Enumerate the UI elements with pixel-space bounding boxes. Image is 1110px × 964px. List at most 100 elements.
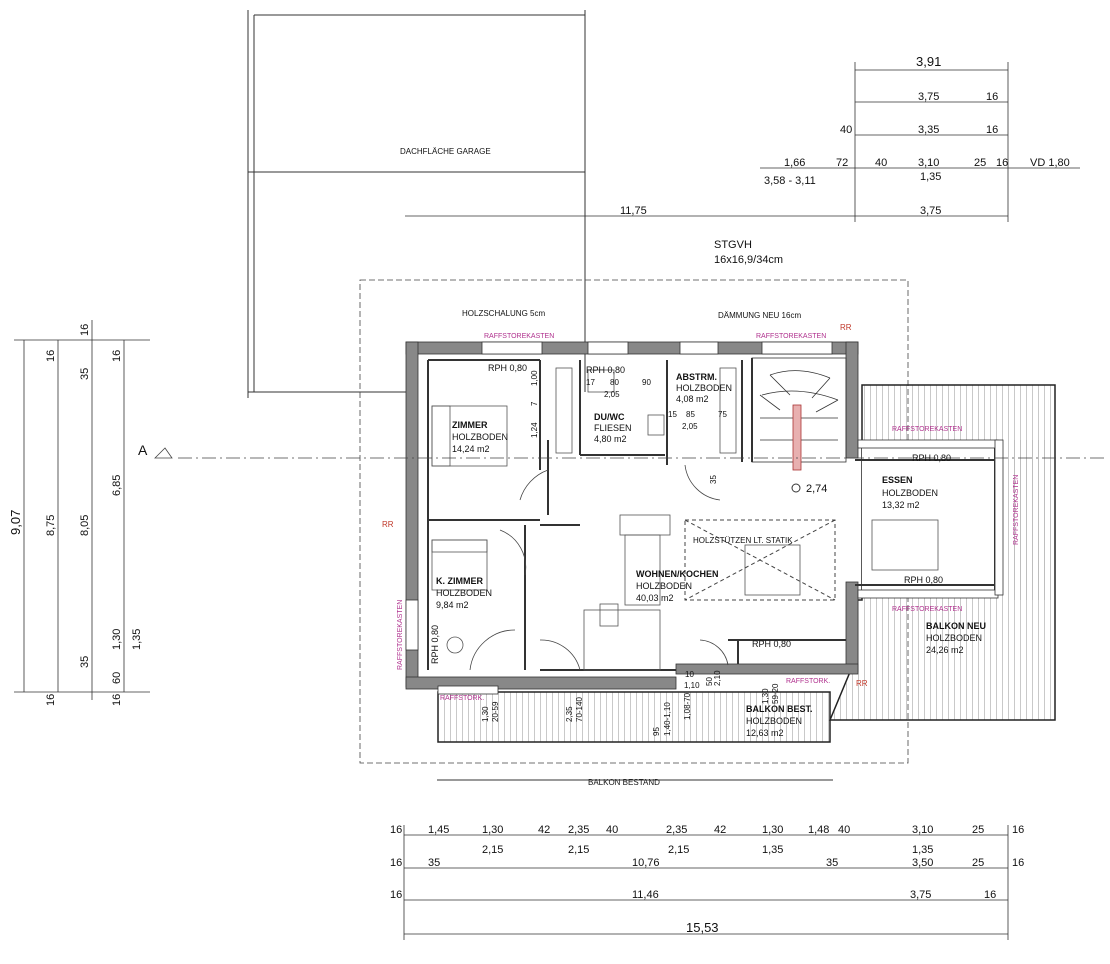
- balkon-bestand-label: BALKON BESTAND: [588, 778, 660, 787]
- rr-label-2: RR: [382, 520, 394, 529]
- inner-dim-85: 85: [686, 410, 695, 419]
- room-zimmer-area: 14,24 m2: [452, 444, 490, 454]
- room-zimmer-name: ZIMMER: [452, 420, 488, 430]
- room-balkon-neu-name: BALKON NEU: [926, 621, 986, 631]
- left-c3-b: 35: [79, 656, 91, 668]
- room-balkon-best: BALKON BEST. HOLZBODEN 12,63 m2: [746, 704, 813, 738]
- top-r4-c: 40: [875, 157, 887, 169]
- left-c4-c: 6,85: [111, 475, 123, 496]
- top-r3-a: 40: [840, 124, 852, 136]
- room-kzimmer-name: K. ZIMMER: [436, 576, 483, 586]
- brow1sub-dim-2: 2,15: [668, 844, 689, 856]
- room-abstrm: ABSTRM. HOLZBODEN 4,08 m2: [676, 372, 732, 404]
- top-r3-c: 16: [986, 124, 998, 136]
- inner-dim-b235: 2,35: [565, 706, 574, 722]
- top-r3-b: 3,35: [918, 124, 939, 136]
- left-dimensions: [14, 320, 150, 700]
- top-r5-a: 11,75: [620, 205, 647, 217]
- room-balkon-best-area: 12,63 m2: [746, 728, 784, 738]
- room-duwc-floor: FLIESEN: [594, 423, 632, 433]
- inner-dim-7: 7: [530, 401, 539, 406]
- garage-label: DACHFLÄCHE GARAGE: [400, 147, 491, 156]
- inner-dim-205a: 2,05: [604, 390, 620, 399]
- brow1-dim-1: 1,45: [428, 824, 449, 836]
- rph-essen-bottom: RPH 0,80: [904, 575, 943, 585]
- brow1sub-dim-1: 2,15: [568, 844, 589, 856]
- daemmung-label: DÄMMUNG NEU 16cm: [718, 311, 801, 320]
- room-kzimmer: K. ZIMMER HOLZBODEN 9,84 m2: [436, 576, 492, 610]
- brow3-dim-2: 3,75: [910, 889, 931, 901]
- room-wohnen-area: 40,03 m2: [636, 593, 674, 603]
- room-balkon-best-floor: HOLZBODEN: [746, 716, 802, 726]
- rph-kzimmer: RPH 0,80: [430, 625, 440, 664]
- brow1-dim-9: 1,48: [808, 824, 829, 836]
- raffstore-short-1: RAFFSTORK.: [440, 695, 484, 702]
- rr-label-1: RR: [840, 323, 852, 332]
- raffstore-short-2: RAFFSTORK.: [786, 678, 830, 685]
- inner-dimensions: 1,00 7 1,24 17 80 90 2,05 15 85 75 2,05 …: [481, 370, 780, 736]
- room-balkon-neu-area: 24,26 m2: [926, 645, 964, 655]
- left-c1-total: 9,07: [8, 510, 23, 535]
- left-c2-total: 8,75: [45, 515, 57, 536]
- top-r4-f: 16: [996, 157, 1008, 169]
- top-r5-b: 3,75: [920, 205, 941, 217]
- rph-bath: RPH 0,80: [586, 365, 625, 375]
- balkon-bestand-area: [437, 691, 831, 743]
- level-marker: [791, 483, 801, 493]
- inner-dim-17: 17: [586, 378, 595, 387]
- brow3-dim-0: 16: [390, 889, 402, 901]
- brow1-dim-3: 42: [538, 824, 550, 836]
- top-r4-sub-b: 1,35: [920, 171, 941, 183]
- room-abstrm-name: ABSTRM.: [676, 372, 717, 382]
- room-balkon-best-name: BALKON BEST.: [746, 704, 813, 714]
- left-c3-total: 8,05: [79, 515, 91, 536]
- furniture: [431, 367, 939, 671]
- section-line: [154, 447, 1108, 459]
- rph-essen-top: RPH 0,80: [912, 453, 951, 463]
- raffstore-label-2: RAFFSTOREKASTEN: [756, 333, 826, 340]
- brow1-dim-11: 3,10: [912, 824, 933, 836]
- rr-label-3: RR: [856, 679, 868, 688]
- inner-dim-b95: 95: [652, 727, 661, 736]
- top-r4-sub-a: 3,58 - 3,11: [764, 175, 816, 187]
- brow1-dim-0: 16: [390, 824, 402, 836]
- raffstore-label-6: RAFFSTOREKASTEN: [1013, 475, 1020, 545]
- rph-wohnen: RPH 0,80: [752, 639, 791, 649]
- top-r4-b: 72: [836, 157, 848, 169]
- inner-dim-80: 80: [610, 378, 619, 387]
- level-label: 2,74: [806, 483, 827, 495]
- room-wohnen-name: WOHNEN/KOCHEN: [636, 569, 719, 579]
- brow2-dim-0: 16: [390, 857, 402, 869]
- room-zimmer: ZIMMER HOLZBODEN 14,24 m2: [452, 420, 508, 454]
- top-r4-a: 1,66: [784, 157, 805, 169]
- left-c5-bottom: 16: [111, 694, 123, 706]
- inner-dim-b10: 10: [685, 670, 694, 679]
- inner-dim-b5920: 59-20: [771, 683, 780, 704]
- top-r1-total: 3,91: [916, 54, 941, 69]
- room-duwc-area: 4,80 m2: [594, 434, 627, 444]
- brow3-dim-3: 16: [984, 889, 996, 901]
- inner-dim-b2059: 20-59: [491, 701, 500, 722]
- raffstore-label-4: RAFFSTOREKASTEN: [892, 606, 962, 613]
- room-balkon-neu: BALKON NEU HOLZBODEN 24,26 m2: [926, 621, 986, 655]
- inner-dim-75: 75: [718, 410, 727, 419]
- left-c4-b: 16: [111, 350, 123, 362]
- inner-dim-205b: 2,05: [682, 422, 698, 431]
- room-zimmer-floor: HOLZBODEN: [452, 432, 508, 442]
- garage-roof: [247, 10, 586, 398]
- left-c5-a: 1,35: [131, 629, 143, 650]
- roof-outline: [359, 279, 909, 764]
- brow2-dim-1: 35: [428, 857, 440, 869]
- left-c3-a: 35: [79, 368, 91, 380]
- brow1-dim-13: 16: [1012, 824, 1024, 836]
- room-kzimmer-area: 9,84 m2: [436, 600, 469, 610]
- top-r4-g: VD 1,80: [1030, 157, 1070, 169]
- holzschalung-label: HOLZSCHALUNG 5cm: [462, 309, 545, 318]
- left-c4-e: 60: [111, 672, 123, 684]
- windows: [405, 341, 1004, 695]
- inner-dim-b70140: 70-140: [575, 697, 584, 722]
- bottom-dimensions: [403, 825, 1009, 940]
- left-c4-a: 16: [79, 324, 91, 336]
